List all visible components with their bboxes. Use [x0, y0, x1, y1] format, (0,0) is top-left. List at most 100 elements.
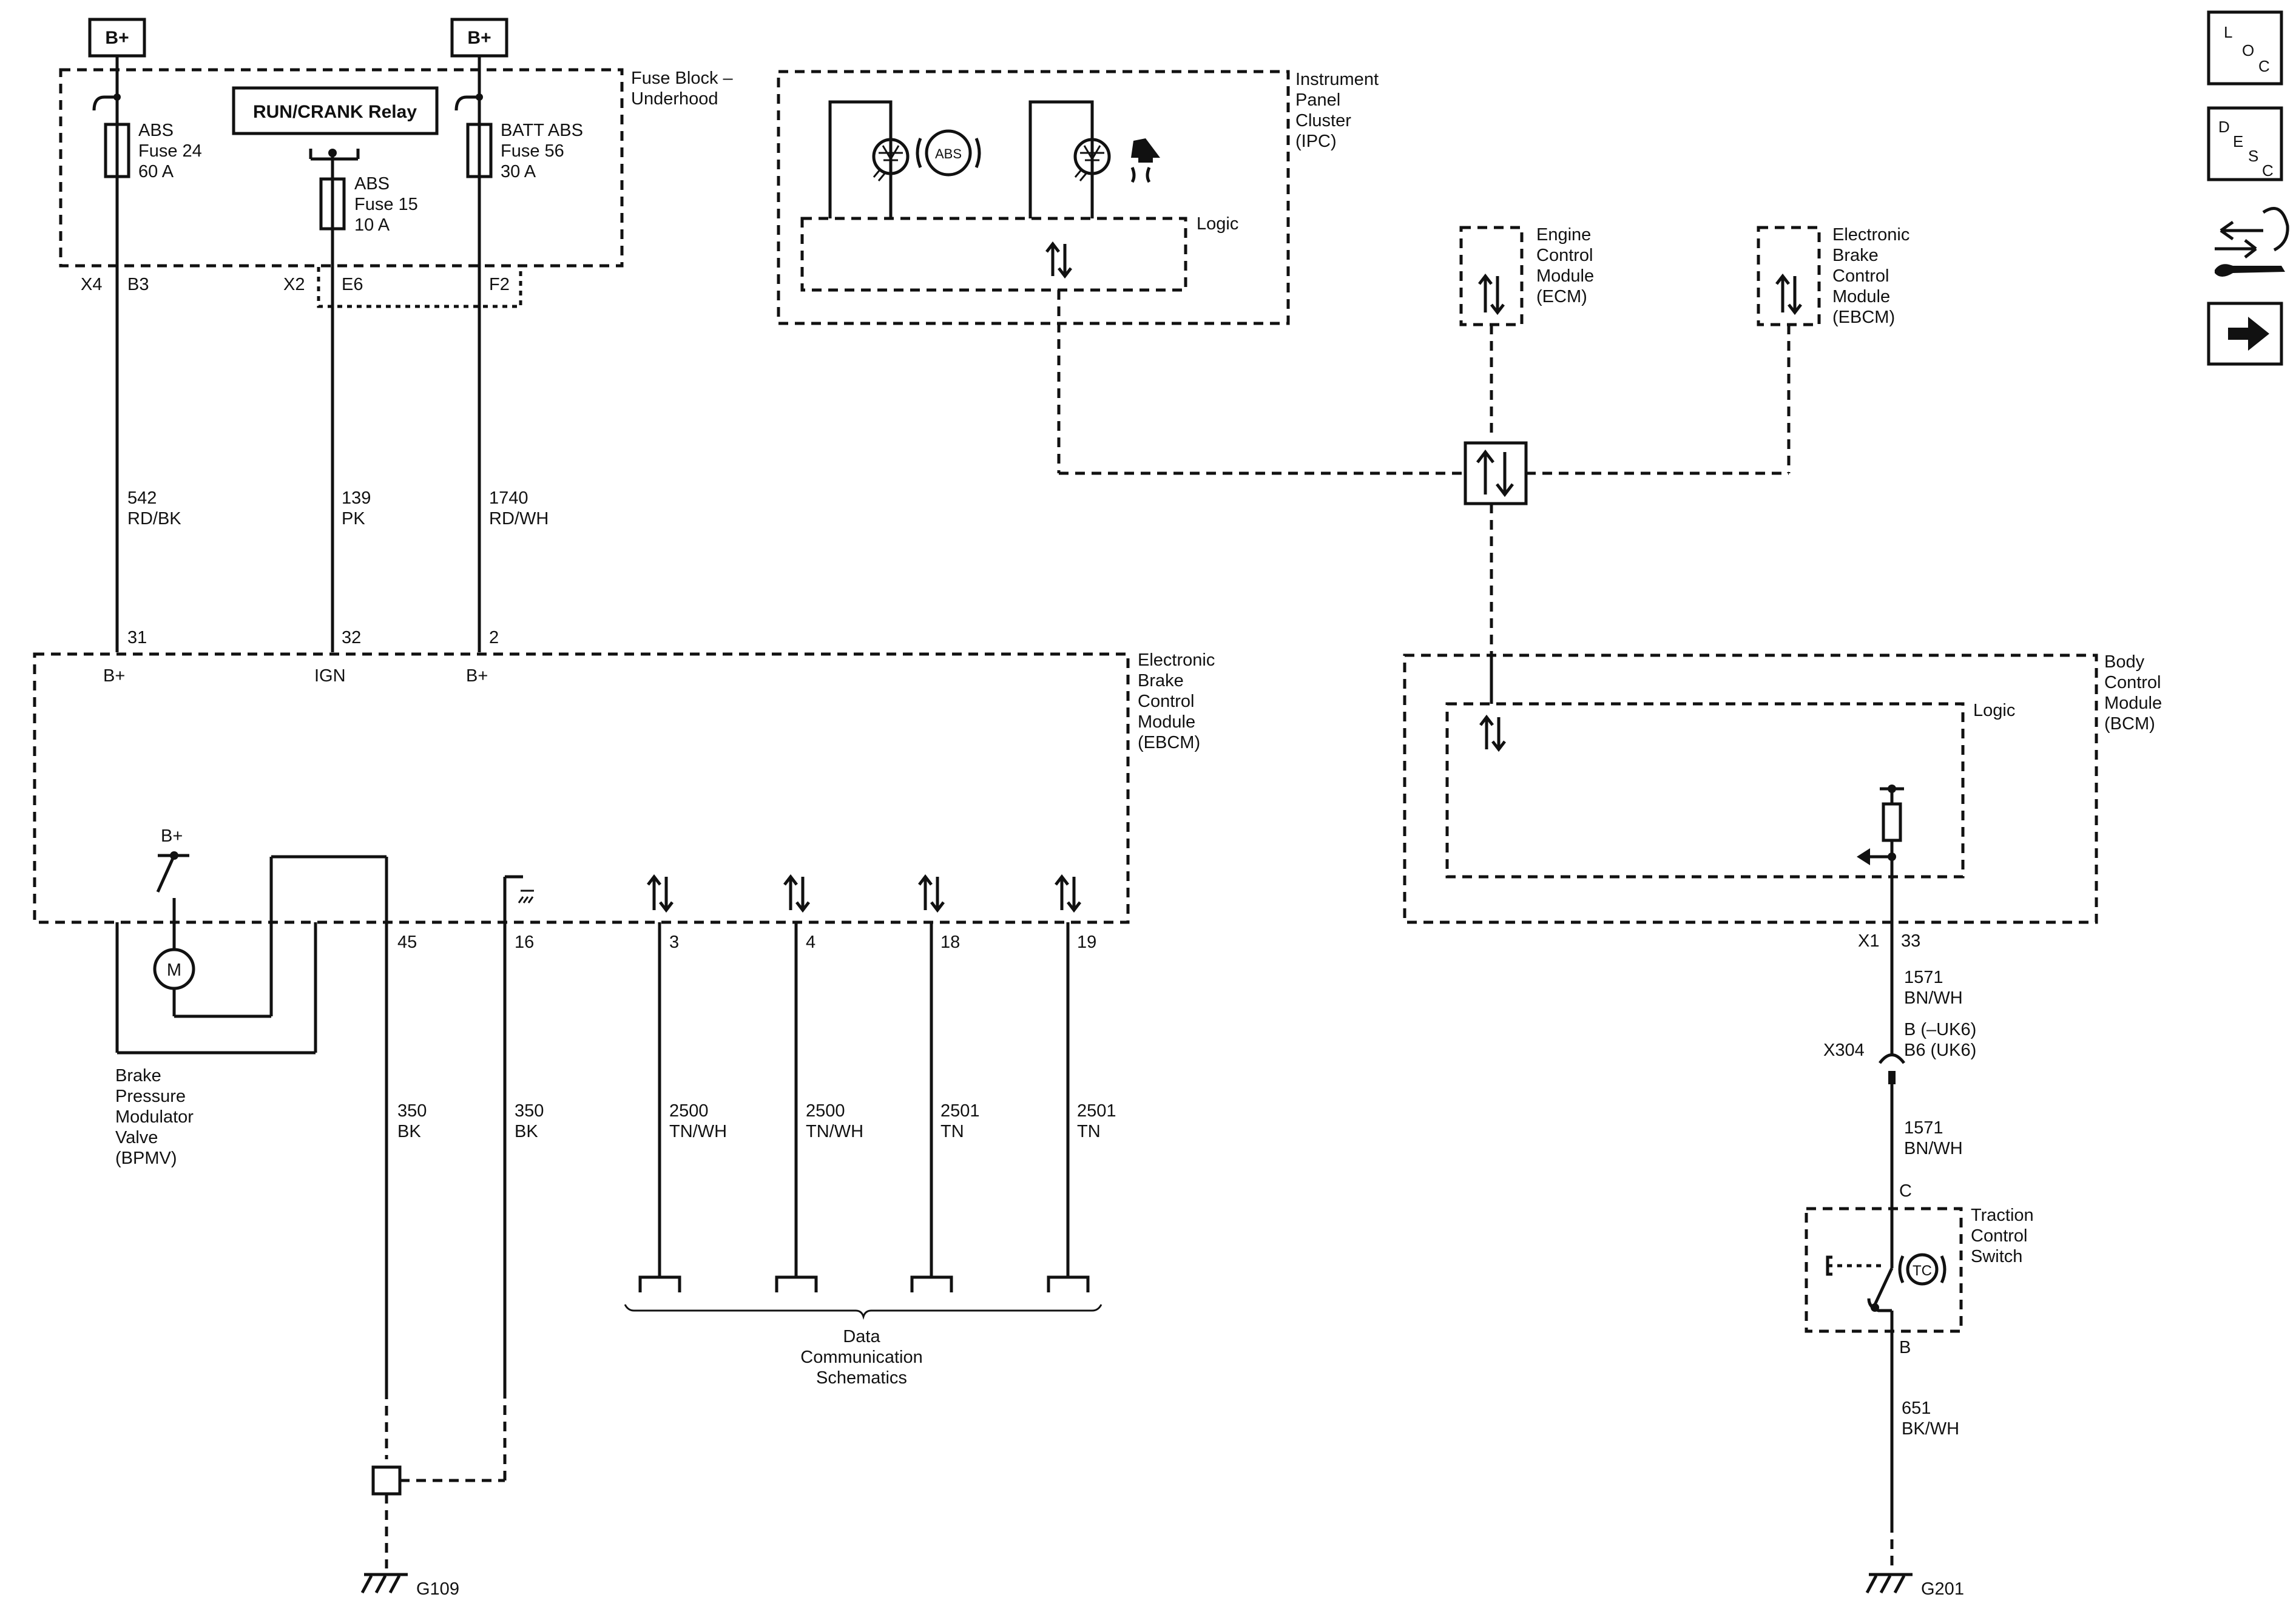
bcm-title: Body Control Module (BCM) [2104, 652, 2162, 734]
wire-350-a: 350 BK [397, 1101, 427, 1141]
svg-text:Data: Data [843, 1327, 880, 1346]
connector-x2-outline [317, 267, 522, 308]
svg-text:TN/WH: TN/WH [806, 1122, 863, 1141]
svg-text:Pressure: Pressure [115, 1087, 186, 1106]
connector-f2: F2 [489, 275, 510, 294]
wire-542: 542 RD/BK 31 B+ [103, 488, 181, 686]
svg-text:(IPC): (IPC) [1295, 132, 1337, 151]
svg-text:Module: Module [1832, 287, 1890, 306]
svg-text:BN/WH: BN/WH [1904, 1139, 1963, 1158]
svg-text:O: O [2242, 41, 2254, 59]
svg-text:TN: TN [940, 1122, 964, 1141]
location-icon[interactable]: L O C [2207, 10, 2283, 86]
svg-text:Brake: Brake [115, 1066, 161, 1085]
svg-text:30 A: 30 A [501, 162, 536, 181]
svg-text:C: C [2258, 57, 2270, 75]
svg-text:B6 (UK6): B6 (UK6) [1904, 1041, 1976, 1060]
svg-text:Electronic: Electronic [1138, 650, 1215, 670]
wire-139: 139 PK 32 IGN [314, 488, 371, 686]
abs-icon: ABS [916, 129, 981, 177]
svg-text:Brake: Brake [1138, 671, 1184, 690]
data-comm-arrows [647, 874, 1081, 913]
fuse-15: ABS Fuse 15 10 A [319, 174, 418, 235]
pin-3: 3 [669, 933, 679, 952]
pin-18: 18 [940, 933, 960, 952]
connector-repair-icon[interactable] [2215, 207, 2289, 277]
svg-text:32: 32 [342, 628, 361, 647]
pin-4: 4 [806, 933, 815, 952]
svg-text:139: 139 [342, 488, 371, 508]
tc-switch-outline [1805, 1207, 1963, 1333]
svg-text:M: M [167, 960, 181, 980]
svg-text:Control: Control [1832, 266, 1889, 286]
svg-text:L: L [2224, 23, 2232, 41]
tc-switch-pin-b: B [1899, 1338, 1911, 1357]
pin-19: 19 [1077, 933, 1096, 952]
svg-text:S: S [2248, 147, 2258, 165]
ebcm-title: Electronic Brake Control Module (EBCM) [1138, 650, 1215, 752]
svg-text:60 A: 60 A [138, 162, 174, 181]
ipc-data-arrow [1045, 241, 1072, 279]
svg-text:Valve: Valve [115, 1128, 158, 1147]
svg-text:Module: Module [1138, 712, 1195, 732]
ebcm-outline [33, 652, 1130, 924]
ground-g109: G109 [360, 1573, 459, 1599]
data-communication-schematics-link[interactable]: Data Communication Schematics [800, 1327, 922, 1388]
bpmv-motor-circuit: B+ M [115, 826, 388, 1055]
tc-switch-contacts [1826, 1244, 1894, 1331]
svg-text:Control: Control [1536, 246, 1593, 265]
svg-text:G109: G109 [416, 1579, 459, 1599]
svg-text:1740: 1740 [489, 488, 528, 508]
svg-text:Schematics: Schematics [816, 1368, 907, 1388]
ipc-logic-label: Logic [1197, 214, 1238, 234]
run-crank-relay: RUN/CRANK Relay [232, 86, 439, 179]
svg-text:350: 350 [515, 1101, 544, 1121]
description-icon[interactable]: D E S C [2207, 106, 2283, 181]
svg-text:(ECM): (ECM) [1536, 287, 1587, 306]
svg-text:B+: B+ [105, 28, 129, 48]
svg-text:BATT ABS: BATT ABS [501, 121, 583, 140]
data-comm-connectors [624, 1275, 1102, 1320]
wire-2501-a: 2501 TN [940, 1101, 980, 1141]
pin-45: 45 [397, 933, 417, 952]
svg-text:(EBCM): (EBCM) [1138, 733, 1200, 752]
pin-16: 16 [515, 933, 534, 952]
svg-text:2501: 2501 [1077, 1101, 1116, 1121]
svg-text:TN/WH: TN/WH [669, 1122, 727, 1141]
bcm-connector-x1: X1 [1858, 931, 1879, 951]
svg-text:10 A: 10 A [354, 215, 390, 235]
ipc-logic-box [800, 217, 1187, 292]
bcm-input-circuit [1857, 785, 1904, 922]
svg-text:ABS: ABS [935, 146, 962, 161]
ecm-outline [1459, 226, 1524, 326]
wire-2500-b: 2500 TN/WH [806, 1101, 863, 1141]
ipc-title: Instrument Panel Cluster (IPC) [1295, 70, 1379, 151]
svg-text:BK: BK [515, 1122, 538, 1141]
wire-350-b: 350 BK [515, 1101, 544, 1141]
traction-control-icon: TC [1898, 1253, 1947, 1286]
wire-651: 651 BK/WH [1902, 1399, 1959, 1439]
svg-text:Fuse 15: Fuse 15 [354, 195, 418, 214]
serial-data-splice-icon [1464, 441, 1528, 505]
next-arrow-icon[interactable] [2207, 302, 2283, 366]
svg-text:Control: Control [2104, 673, 2161, 692]
svg-text:Modulator: Modulator [115, 1107, 194, 1127]
fuse-block-outline [59, 68, 624, 268]
svg-text:Engine: Engine [1536, 225, 1591, 245]
svg-text:BK/WH: BK/WH [1902, 1419, 1959, 1439]
b-plus-right-box: B+ [450, 18, 508, 58]
wire-2501-b: 2501 TN [1077, 1101, 1116, 1141]
ecm-title: Engine Control Module (ECM) [1536, 225, 1594, 306]
svg-text:1571: 1571 [1904, 1118, 1943, 1138]
svg-text:RUN/CRANK Relay: RUN/CRANK Relay [253, 102, 417, 122]
svg-text:Module: Module [1536, 266, 1594, 286]
wire-1571-b: 1571 BN/WH [1904, 1118, 1963, 1158]
svg-text:2500: 2500 [806, 1101, 845, 1121]
tc-switch-title: Traction Control Switch [1971, 1206, 2034, 1266]
svg-text:Electronic: Electronic [1832, 225, 1909, 245]
wire-2500-a: 2500 TN/WH [669, 1101, 727, 1141]
connector-x4: X4 [81, 275, 102, 294]
svg-text:31: 31 [127, 628, 147, 647]
fuse-block-title-1: Fuse Block – [631, 69, 733, 88]
